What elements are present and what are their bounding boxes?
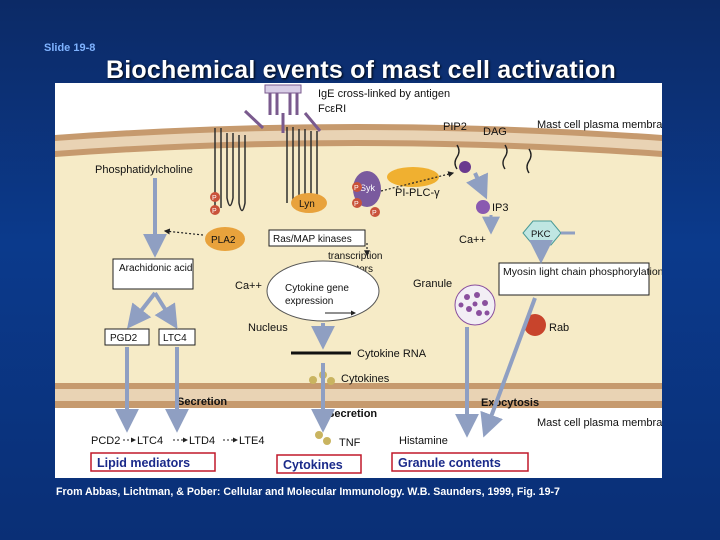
ige-label: IgE cross-linked by antigen bbox=[318, 88, 450, 100]
rab-protein bbox=[524, 314, 546, 336]
ltc4-box-label: LTC4 bbox=[163, 333, 187, 344]
ltc4-label: LTC4 bbox=[137, 435, 163, 447]
tnf-label: TNF bbox=[339, 437, 361, 449]
pla2-enzyme bbox=[205, 227, 245, 251]
ca-left-label: Ca++ bbox=[235, 280, 262, 292]
secretion-left-label: Secretion bbox=[177, 396, 227, 408]
phosphatidylcholine-label: Phosphatidylcholine bbox=[95, 164, 193, 176]
fcer1-label: FcεRI bbox=[318, 103, 346, 115]
syk-kinase bbox=[353, 171, 381, 207]
secretion-mid-label: Secretion bbox=[327, 408, 377, 420]
pla2-label: PLA2 bbox=[211, 235, 236, 246]
lyn-kinase bbox=[291, 193, 327, 213]
nucleus-label: Nucleus bbox=[248, 322, 288, 334]
ip3-molecule bbox=[476, 200, 490, 214]
figure-credit: From Abbas, Lichtman, & Pober: Cellular … bbox=[56, 486, 560, 498]
ip3-label: IP3 bbox=[492, 202, 509, 214]
pip2-label: PIP2 bbox=[443, 121, 467, 133]
myosin-label: Myosin light chain phosphorylation bbox=[503, 266, 662, 278]
lte4-label: LTE4 bbox=[239, 435, 264, 447]
membrane-bottom-label: Mast cell plasma membrane bbox=[537, 417, 662, 429]
pgd2-label: PGD2 bbox=[110, 333, 138, 344]
svg-text:P: P bbox=[212, 208, 217, 215]
syk-label: Syk bbox=[360, 183, 376, 193]
granule-contents-box bbox=[391, 452, 529, 472]
histamine-label: Histamine bbox=[399, 435, 448, 447]
pip2-molecule bbox=[459, 161, 471, 173]
transcription-label: transcription bbox=[328, 251, 382, 262]
cytokine-gene-label: Cytokine gene bbox=[285, 283, 349, 294]
mast-cell-diagram: IgE cross-linked by antigen FcεRI PIP2 D… bbox=[55, 83, 662, 478]
lyn-label: Lyn bbox=[299, 199, 315, 210]
granule-label: Granule bbox=[413, 278, 452, 290]
ras-map-label: Ras/MAP kinases bbox=[273, 234, 352, 245]
lipid-mediators-label: Lipid mediators bbox=[97, 456, 190, 470]
ras-map-box bbox=[268, 229, 366, 247]
pcd2-label: PCD2 bbox=[91, 435, 120, 447]
ca-right-label: Ca++ bbox=[459, 234, 486, 246]
myosin-box bbox=[498, 262, 650, 296]
granule-contents-label: Granule contents bbox=[398, 456, 501, 470]
pgd2-box bbox=[104, 328, 150, 346]
nucleus bbox=[266, 260, 380, 322]
membrane-top-label: Mast cell plasma membrane bbox=[537, 119, 662, 131]
pi-plc-enzyme bbox=[387, 167, 439, 187]
svg-text:P: P bbox=[354, 185, 359, 192]
expression-label: expression bbox=[285, 296, 333, 307]
cytokine-rna-label: Cytokine RNA bbox=[357, 348, 427, 360]
pi-plc-label: PI-PLC-γ bbox=[395, 187, 440, 199]
dag-label: DAG bbox=[483, 126, 507, 138]
ige-antibodies bbox=[243, 91, 322, 133]
cytokines-small-label: Cytokines bbox=[341, 373, 390, 385]
top-membrane bbox=[55, 124, 662, 157]
ltd4-label: LTD4 bbox=[189, 435, 215, 447]
slide-title: Biochemical events of mast cell activati… bbox=[106, 56, 616, 84]
exocytosis-label: Exocytosis bbox=[481, 397, 539, 409]
pkc-label: PKC bbox=[531, 229, 551, 240]
svg-text:P: P bbox=[354, 201, 359, 208]
cytokines-label: Cytokines bbox=[283, 458, 343, 472]
rab-label: Rab bbox=[549, 322, 569, 334]
lipid-mediators-box bbox=[90, 452, 216, 472]
cytokines-box bbox=[276, 454, 362, 474]
svg-text:P: P bbox=[212, 195, 217, 202]
svg-text:P: P bbox=[372, 210, 377, 217]
pathway-arrows bbox=[115, 172, 553, 438]
arachidonic-label: Arachidonic acid bbox=[119, 263, 192, 274]
slide-number: Slide 19-8 bbox=[44, 42, 96, 54]
arachidonic-box bbox=[112, 258, 194, 290]
phosphate-groups: P P P P P bbox=[210, 182, 380, 217]
